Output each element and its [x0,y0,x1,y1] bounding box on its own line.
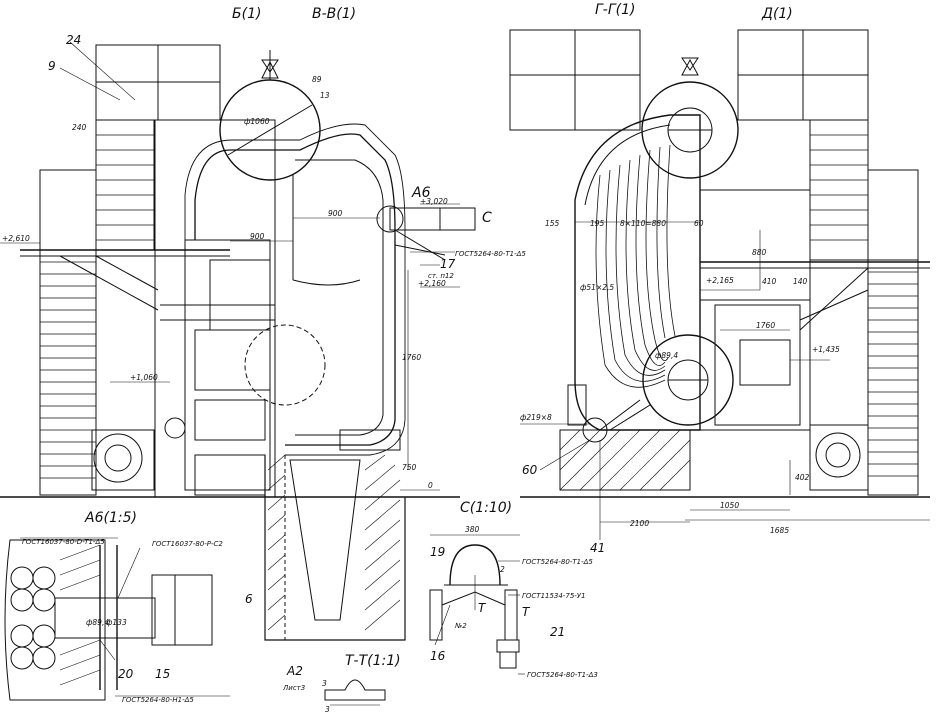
weld-note-3: ГОСТ16037-80-Р-С2 [152,540,223,548]
drawing-labels: Б(1) В-В(1) Г-Г(1) Д(1) А6(1:5) С(1:10) … [2,2,840,714]
part-16: 16 [430,649,446,663]
dim-weld-3b: 3 [325,705,330,714]
elev-1435: +1,435 [812,345,840,354]
callout-c: С [482,210,492,226]
part-9: 9 [48,59,56,73]
dim-weld-3: 3 [322,679,327,688]
dim-pipe-89: ф89,4 [86,618,109,627]
dim-155: 155 [545,219,560,228]
sheet-ref-a2: А2 [286,664,303,678]
elev-2610: +2,610 [2,234,30,243]
part-24: 24 [66,33,81,47]
dim-900-a: 900 [328,209,343,218]
part-19: 19 [430,545,445,559]
part-20: 20 [118,667,134,681]
weld-note-1: ГОСТ5264-80-Т1-Δ5 [455,250,526,258]
dim-pipe-133: ф133 [106,618,127,627]
mark-t-left: Т [478,601,487,615]
weld-note-4: ГОСТ5264-80-Н1-Δ5 [122,696,194,704]
dim-tube-pitch: 8×110=880 [620,219,666,228]
mark-t-right: Т [522,605,531,619]
dim-140: 140 [793,277,808,286]
dim-1760-right: 1760 [756,321,775,330]
note-no2: №2 [454,622,467,630]
note-st-p12: ст. п12 [428,272,454,280]
part-17: 17 [440,257,456,271]
section-title-b1: Б(1) [232,6,261,22]
dim-1050: 1050 [720,501,739,510]
elev-1060: +1,060 [130,373,158,382]
dim-2: 2 [500,565,505,574]
dim-195: 195 [590,219,605,228]
dim-89: 89 [312,75,322,84]
weld-note-5: ГОСТ5264-80-Т1-Δ5 [522,558,593,566]
detail-c [429,534,525,675]
weld-note-7: ГОСТ5264-80-Т1-Δ3 [527,671,598,679]
part-60: 60 [522,463,538,477]
elev-3020: +3,020 [420,197,448,206]
dim-tube-diameter: ф51×2,5 [580,283,614,292]
dim-380: 380 [465,525,480,534]
dim-1760: 1760 [402,353,421,362]
elev-2165: +2,165 [706,276,734,285]
dim-402: 402 [795,473,810,482]
part-15: 15 [155,667,170,681]
section-title-d1: Д(1) [761,6,793,22]
dim-60: 60 [694,219,704,228]
elev-2160: +2,160 [418,279,446,288]
dim-drum-diameter: ф1060 [244,117,270,126]
dim-collector: ф219×8 [520,413,552,422]
weld-note-2: ГОСТ16037-80-D-T1-Δ5 [22,538,105,546]
weld-note-6: ГОСТ11534-75-У1 [522,592,586,600]
detail-tt [324,679,386,706]
dim-880: 880 [752,248,767,257]
dim-240: 240 [72,123,87,132]
part-6: 6 [245,592,253,606]
dim-13: 13 [320,91,330,100]
callout-a6: А6 [411,185,431,201]
dim-1685: 1685 [770,526,789,535]
detail-a6 [4,537,230,701]
sheet-ref-list3: Лист3 [282,684,305,692]
part-41: 41 [590,541,605,555]
dim-900-b: 900 [250,232,265,241]
section-title-vv1: В-В(1) [312,6,356,22]
dim-750: 750 [402,463,417,472]
dim-zero: 0 [428,481,433,490]
part-21: 21 [550,625,565,639]
section-title-tt: Т-Т(1:1) [345,653,401,669]
section-title-gg1: Г-Г(1) [595,2,635,18]
left-section-views [0,41,476,641]
right-section-views [509,29,930,540]
section-title-a6: А6(1:5) [84,510,137,526]
dim-drum-89: ф89,4 [655,351,678,360]
dim-2100: 2100 [630,519,649,528]
section-title-c: С(1:10) [460,500,512,516]
dim-410: 410 [762,277,777,286]
